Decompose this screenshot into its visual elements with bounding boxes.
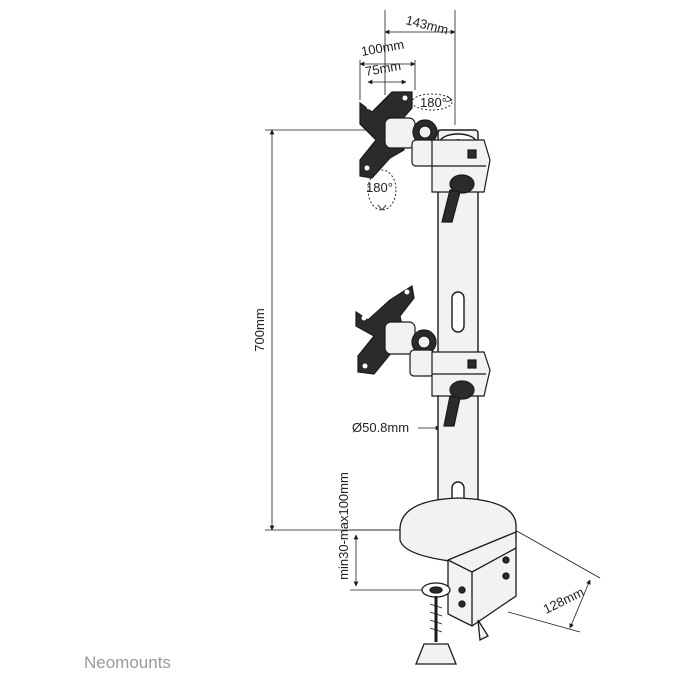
- desk-clamp: [399, 497, 517, 665]
- dim-width-total: 143mm: [404, 12, 450, 37]
- rotation-side-icon: [367, 169, 397, 211]
- lower-arm-assembly: [355, 285, 491, 427]
- dim-rotation-side: 180°: [366, 180, 393, 195]
- dim-height: 700mm: [252, 308, 267, 351]
- dim-clamp-depth: 128mm: [541, 584, 587, 616]
- brand-logo-text: Neomounts: [84, 653, 171, 672]
- dim-clamp-range: min30-max100mm: [336, 472, 351, 580]
- dim-vesa-max: 100mm: [360, 37, 405, 59]
- top-arm-assembly: [359, 91, 491, 223]
- dimension-lines: [265, 10, 601, 633]
- dim-rotation-top: 180°: [420, 95, 447, 110]
- dim-pole-diameter: Ø50.8mm: [352, 420, 409, 435]
- dim-vesa-min: 75mm: [364, 58, 402, 79]
